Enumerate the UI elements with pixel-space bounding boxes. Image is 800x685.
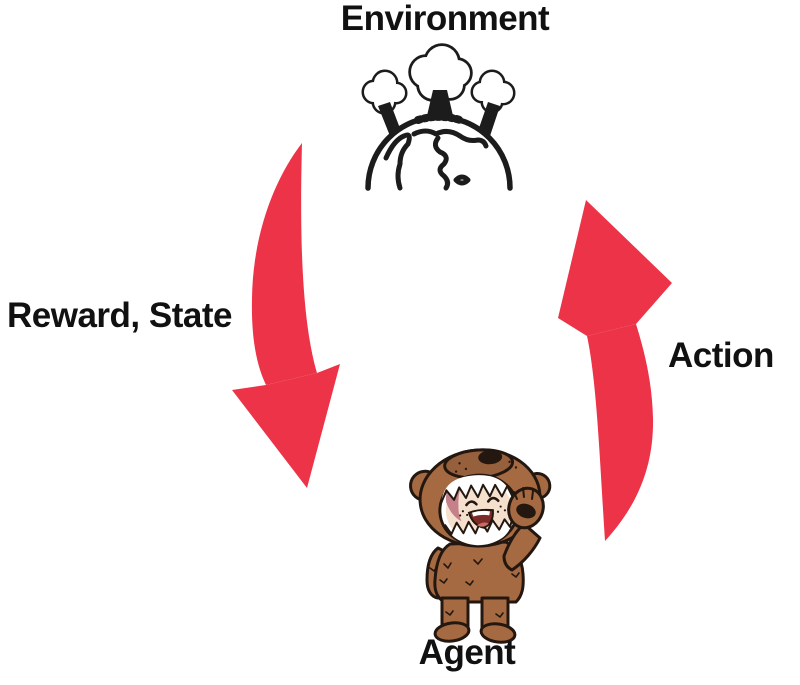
tree-icon [408,43,473,120]
agent-kid-in-bear-costume-icon [409,448,552,644]
child-eye [465,500,478,507]
bear-nose [478,450,503,465]
environment-label: Environment [340,0,550,38]
action-arrow-icon [558,200,672,541]
reward-state-label: Reward, State [7,296,232,335]
reward-state-arrow-icon [232,143,340,488]
child-eye [486,496,500,503]
agent-label: Agent [418,633,516,672]
tree-icon [361,69,408,136]
paw-pad [516,503,536,519]
tree-icon [470,69,516,136]
environment-globe-trees-icon [361,43,516,191]
action-label: Action [668,336,774,375]
